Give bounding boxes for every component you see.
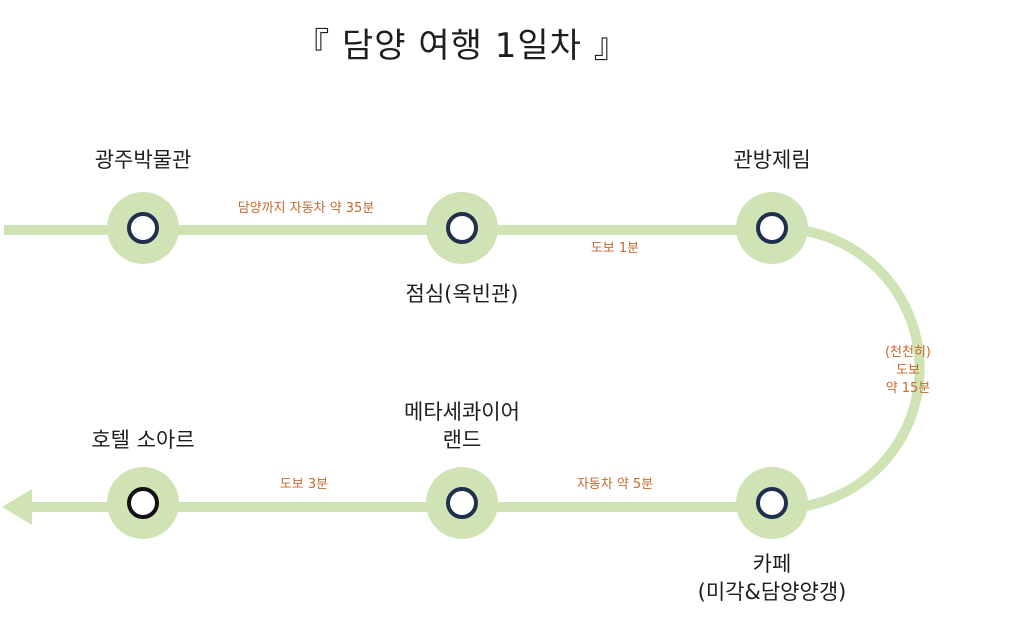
- segment-label-walk-15-line1: (천천히): [884, 345, 932, 360]
- stop-node-cafe: [736, 467, 808, 539]
- segment-label-car-35: 담양까지 자동차 약 35분: [237, 201, 375, 216]
- segment-label-walk-3: 도보 3분: [279, 477, 329, 492]
- stop-node-lunch: [426, 192, 498, 264]
- stop-label-cafe-sub: (미각&담양양갱): [697, 580, 847, 605]
- stop-label-metasequoia-name: 메타세콰이어: [404, 400, 520, 424]
- stop-label-gwanbangjerim: 관방제림: [733, 148, 811, 172]
- segment-label-car-5: 자동차 약 5분: [576, 477, 654, 492]
- stop-node-hotel: [107, 467, 179, 539]
- stop-label-cafe: 카페 (미각&담양양갱): [682, 550, 862, 607]
- stop-node-metasequoia: [426, 467, 498, 539]
- segment-label-walk-15-line3: 약 15분: [885, 381, 931, 397]
- route-arrow-head: [2, 489, 32, 525]
- segment-label-walk-1: 도보 1분: [590, 241, 640, 256]
- page-title: 『 담양 여행 1일차 』: [295, 26, 629, 66]
- stop-label-cafe-name: 카페: [752, 552, 792, 576]
- segment-label-walk-15-line2: 도보: [896, 363, 920, 379]
- segment-label-walk-15: (천천히) 도보 약 15분: [858, 344, 958, 399]
- route-line: [4, 225, 925, 512]
- stop-label-hotel: 호텔 소아르: [91, 428, 195, 452]
- stop-label-lunch: 점심(옥빈관): [405, 282, 519, 306]
- stop-label-gwangju-museum: 광주박물관: [94, 148, 192, 172]
- stop-node-gwanbangjerim: [736, 192, 808, 264]
- stop-label-metasequoia-sub: 랜드: [442, 428, 482, 453]
- stop-node-gwangju-museum: [107, 192, 179, 264]
- stop-label-metasequoia: 메타세콰이어 랜드: [387, 398, 537, 455]
